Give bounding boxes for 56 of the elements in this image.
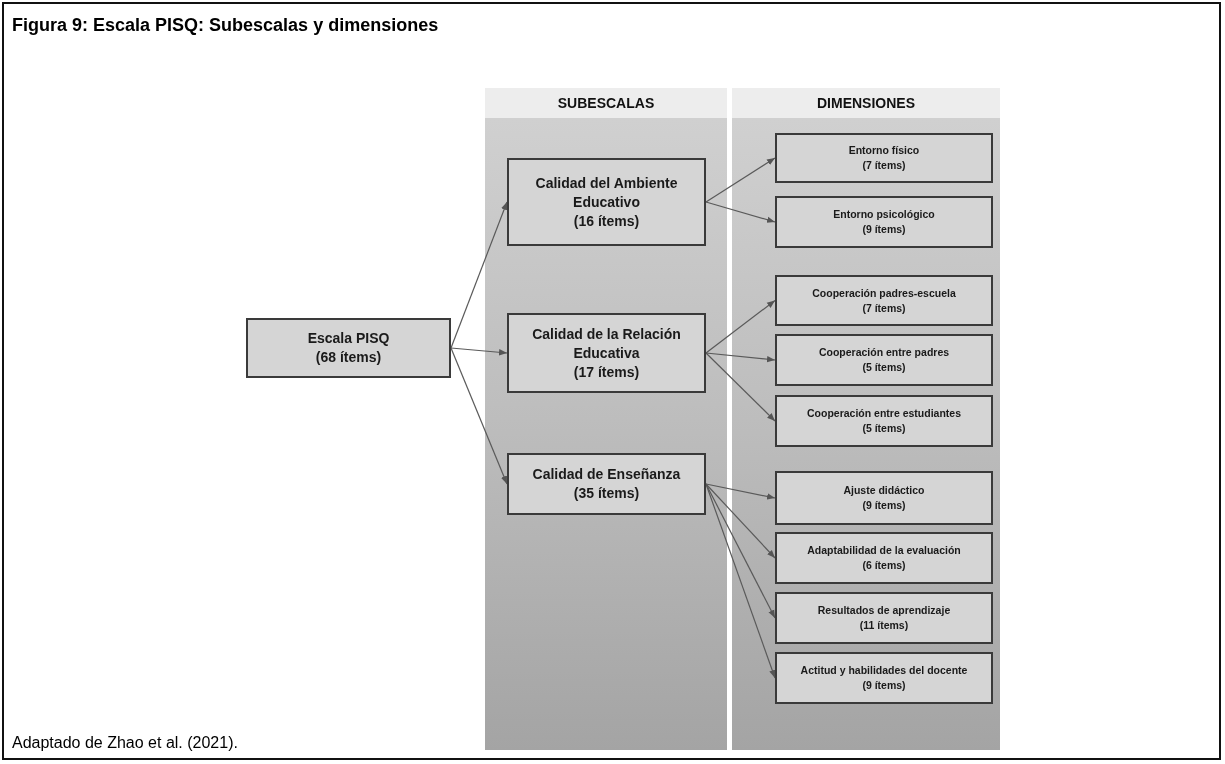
arrow	[705, 483, 776, 679]
box-label: Escala PISQ	[307, 329, 390, 348]
box-label: Calidad de la Relación Educativa	[531, 324, 682, 363]
box-label: (9 ítems)	[862, 498, 906, 513]
box-label: (17 ítems)	[573, 362, 640, 382]
subscale-box	[507, 313, 706, 393]
box-label: (5 ítems)	[862, 421, 906, 436]
arrow	[705, 157, 776, 203]
figure-title: Figura 9: Escala PISQ: Subescalas y dimensiones	[12, 14, 439, 37]
box-label: (16 ítems)	[573, 211, 640, 231]
box-label: Entorno físico	[848, 143, 920, 158]
column-header: DIMENSIONES	[817, 93, 915, 113]
arrow	[705, 299, 776, 354]
arrow	[705, 352, 776, 422]
arrow	[705, 352, 776, 363]
box-label: (68 ítems)	[315, 348, 382, 367]
dimension-box	[775, 471, 993, 525]
dimension-box	[775, 275, 993, 326]
box-label: (6 ítems)	[862, 558, 906, 573]
box-label: (35 ítems)	[573, 484, 640, 503]
box-label: (7 ítems)	[862, 158, 906, 173]
box-label: (11 ítems)	[859, 618, 909, 633]
arrow	[705, 483, 776, 500]
box-label: Calidad del Ambiente Educativo	[534, 173, 679, 212]
box-label: Resultados de aprendizaje	[817, 603, 951, 618]
box-label: Entorno psicológico	[833, 207, 935, 222]
dimension-box	[775, 133, 993, 183]
dimension-box	[775, 196, 993, 248]
figure-caption: Adaptado de Zhao et al. (2021).	[12, 733, 238, 753]
dimension-box	[775, 652, 993, 704]
box-label: (5 ítems)	[862, 360, 906, 375]
dimension-box	[775, 592, 993, 644]
box-label: Calidad de Enseñanza	[532, 465, 681, 484]
box-label: (9 ítems)	[862, 678, 906, 693]
arrow	[450, 347, 508, 485]
box-label: Cooperación entre padres	[818, 345, 950, 360]
column-band	[732, 88, 1000, 750]
box-label: Actitud y habilidades del docente	[800, 663, 968, 678]
box-label: Ajuste didáctico	[843, 483, 925, 498]
box-label: Adaptabilidad de la evaluación	[807, 543, 961, 558]
scale-box	[246, 318, 451, 378]
box-label: Cooperación entre estudiantes	[806, 406, 961, 421]
arrow	[705, 483, 776, 559]
dimension-box	[775, 532, 993, 584]
dimension-box	[775, 334, 993, 386]
arrow	[705, 201, 776, 223]
column-band	[485, 88, 727, 750]
subscale-box	[507, 453, 706, 515]
column-header: SUBESCALAS	[557, 93, 655, 113]
arrow	[450, 347, 508, 356]
box-label: (9 ítems)	[862, 222, 906, 237]
dimension-box	[775, 395, 993, 447]
subscale-box	[507, 158, 706, 246]
box-label: Cooperación padres-escuela	[812, 285, 956, 301]
arrow	[450, 201, 508, 349]
box-label: (7 ítems)	[862, 300, 906, 316]
